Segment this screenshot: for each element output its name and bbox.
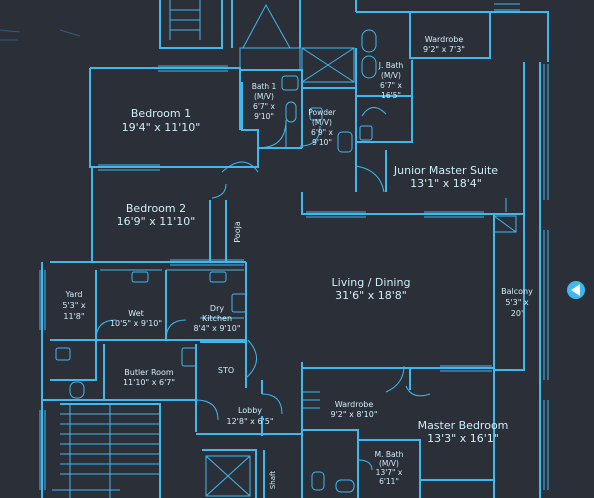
play-triangle-icon bbox=[571, 284, 580, 296]
svg-text:8'4" x 9'10": 8'4" x 9'10" bbox=[193, 324, 240, 333]
svg-text:Master Bedroom: Master Bedroom bbox=[418, 419, 509, 432]
label-wardrobe-top: Wardrobe 9'2" x 7'3" bbox=[423, 35, 465, 54]
svg-text:9'2" x 8'10": 9'2" x 8'10" bbox=[330, 410, 377, 419]
label-yard: Yard 5'3" x 11'8" bbox=[62, 290, 86, 321]
label-master-bedroom: Master Bedroom 13'3" x 16'1" bbox=[418, 419, 509, 445]
svg-text:Living / Dining: Living / Dining bbox=[332, 276, 411, 289]
label-jbath: J. Bath (M/V) 6'7" x 16'5" bbox=[378, 61, 404, 100]
exterior-walls bbox=[41, 0, 549, 498]
svg-text:5'3" x: 5'3" x bbox=[62, 301, 86, 310]
svg-text:(M/V): (M/V) bbox=[254, 92, 274, 101]
svg-text:Yard: Yard bbox=[65, 290, 83, 299]
svg-text:(M/V): (M/V) bbox=[381, 71, 401, 80]
label-balcony: Balcony 5'3" x 20' bbox=[501, 287, 533, 318]
svg-text:Wardrobe: Wardrobe bbox=[425, 35, 464, 44]
svg-text:12'8" x 6'5": 12'8" x 6'5" bbox=[226, 417, 273, 426]
svg-text:(M/V): (M/V) bbox=[379, 459, 399, 468]
label-wet: Wet 10'5" x 9'10" bbox=[110, 309, 162, 328]
svg-text:20': 20' bbox=[511, 309, 523, 318]
label-mbath: M. Bath (M/V) 13'7" x 6'11" bbox=[375, 450, 404, 486]
svg-text:9'2" x 7'3": 9'2" x 7'3" bbox=[423, 45, 465, 54]
label-wardrobe-bottom: Wardrobe 9'2" x 8'10" bbox=[330, 400, 377, 419]
next-slide-button[interactable] bbox=[567, 281, 585, 299]
top-staircase bbox=[0, 0, 223, 49]
svg-text:Bedroom 1: Bedroom 1 bbox=[131, 107, 191, 120]
svg-text:6'9" x: 6'9" x bbox=[311, 128, 333, 137]
svg-text:11'8": 11'8" bbox=[63, 312, 84, 321]
svg-text:5'3" x: 5'3" x bbox=[505, 298, 529, 307]
svg-text:Lobby: Lobby bbox=[238, 406, 262, 415]
room-labels: Wardrobe 9'2" x 7'3" J. Bath (M/V) 6'7" … bbox=[62, 35, 533, 489]
svg-text:19'4" x 11'10": 19'4" x 11'10" bbox=[122, 121, 201, 134]
svg-text:Junior Master Suite: Junior Master Suite bbox=[393, 164, 498, 177]
label-dry-kitchen: Dry Kitchen 8'4" x 9'10" bbox=[193, 304, 240, 333]
svg-text:Wardrobe: Wardrobe bbox=[335, 400, 374, 409]
svg-text:16'9" x 11'10": 16'9" x 11'10" bbox=[117, 215, 196, 228]
windows bbox=[39, 3, 549, 490]
svg-text:13'1" x 18'4": 13'1" x 18'4" bbox=[410, 177, 482, 190]
fixtures bbox=[55, 29, 517, 493]
svg-text:Wet: Wet bbox=[128, 309, 144, 318]
svg-text:Bath 1: Bath 1 bbox=[252, 82, 277, 91]
svg-text:16'5": 16'5" bbox=[381, 91, 401, 100]
svg-text:6'7" x: 6'7" x bbox=[380, 81, 402, 90]
label-bedroom1: Bedroom 1 19'4" x 11'10" bbox=[122, 107, 201, 134]
label-pooja: Pooja bbox=[233, 221, 242, 243]
svg-text:13'3" x 16'1": 13'3" x 16'1" bbox=[427, 432, 499, 445]
svg-text:9'10": 9'10" bbox=[312, 138, 332, 147]
svg-text:6'11": 6'11" bbox=[379, 477, 399, 486]
label-living: Living / Dining 31'6" x 18'8" bbox=[332, 276, 411, 302]
svg-text:11'10" x 6'7": 11'10" x 6'7" bbox=[123, 378, 175, 387]
svg-text:M. Bath: M. Bath bbox=[375, 450, 404, 459]
label-powder: Powder (M/V) 6'9" x 9'10" bbox=[308, 108, 336, 147]
svg-text:Butler Room: Butler Room bbox=[124, 368, 174, 377]
bottom-shaft bbox=[202, 449, 265, 498]
svg-text:9'10": 9'10" bbox=[254, 112, 274, 121]
svg-text:J. Bath: J. Bath bbox=[378, 61, 404, 70]
label-bedroom2: Bedroom 2 16'9" x 11'10" bbox=[117, 202, 196, 228]
doors bbox=[95, 107, 431, 471]
label-junior-master: Junior Master Suite 13'1" x 18'4" bbox=[393, 164, 498, 190]
svg-text:Balcony: Balcony bbox=[501, 287, 533, 296]
svg-text:Bedroom 2: Bedroom 2 bbox=[126, 202, 186, 215]
svg-text:10'5" x 9'10": 10'5" x 9'10" bbox=[110, 319, 162, 328]
label-sto: STO bbox=[218, 366, 234, 375]
label-bath1: Bath 1 (M/V) 6'7" x 9'10" bbox=[252, 82, 277, 121]
svg-text:Dry: Dry bbox=[210, 304, 224, 313]
label-shaft: Shaft bbox=[269, 471, 277, 490]
label-butler: Butler Room 11'10" x 6'7" bbox=[123, 368, 175, 387]
bottom-staircase bbox=[52, 403, 161, 498]
svg-text:Kitchen: Kitchen bbox=[202, 314, 232, 323]
svg-text:(M/V): (M/V) bbox=[312, 118, 332, 127]
label-lobby: Lobby 12'8" x 6'5" bbox=[226, 406, 273, 426]
svg-text:6'7" x: 6'7" x bbox=[253, 102, 275, 111]
svg-text:13'7" x: 13'7" x bbox=[376, 468, 403, 477]
svg-text:31'6" x 18'8": 31'6" x 18'8" bbox=[335, 289, 407, 302]
svg-text:Powder: Powder bbox=[308, 108, 336, 117]
